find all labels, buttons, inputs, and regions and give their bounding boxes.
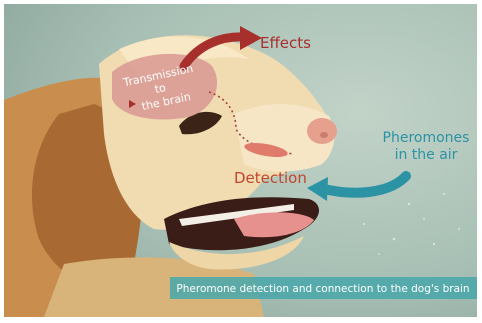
- detection-label: Detection: [234, 169, 307, 187]
- dog-nose: [307, 118, 337, 144]
- pheromones-label-line2: in the air: [395, 147, 458, 163]
- diagram-frame: Effects Transmission to the brain Pherom…: [4, 4, 477, 317]
- pheromones-label-line1: Pheromones: [383, 130, 470, 146]
- dog-illustration: Effects Transmission to the brain Pherom…: [4, 4, 477, 317]
- effects-label: Effects: [260, 34, 311, 52]
- caption-text: Pheromone detection and connection to th…: [176, 283, 469, 295]
